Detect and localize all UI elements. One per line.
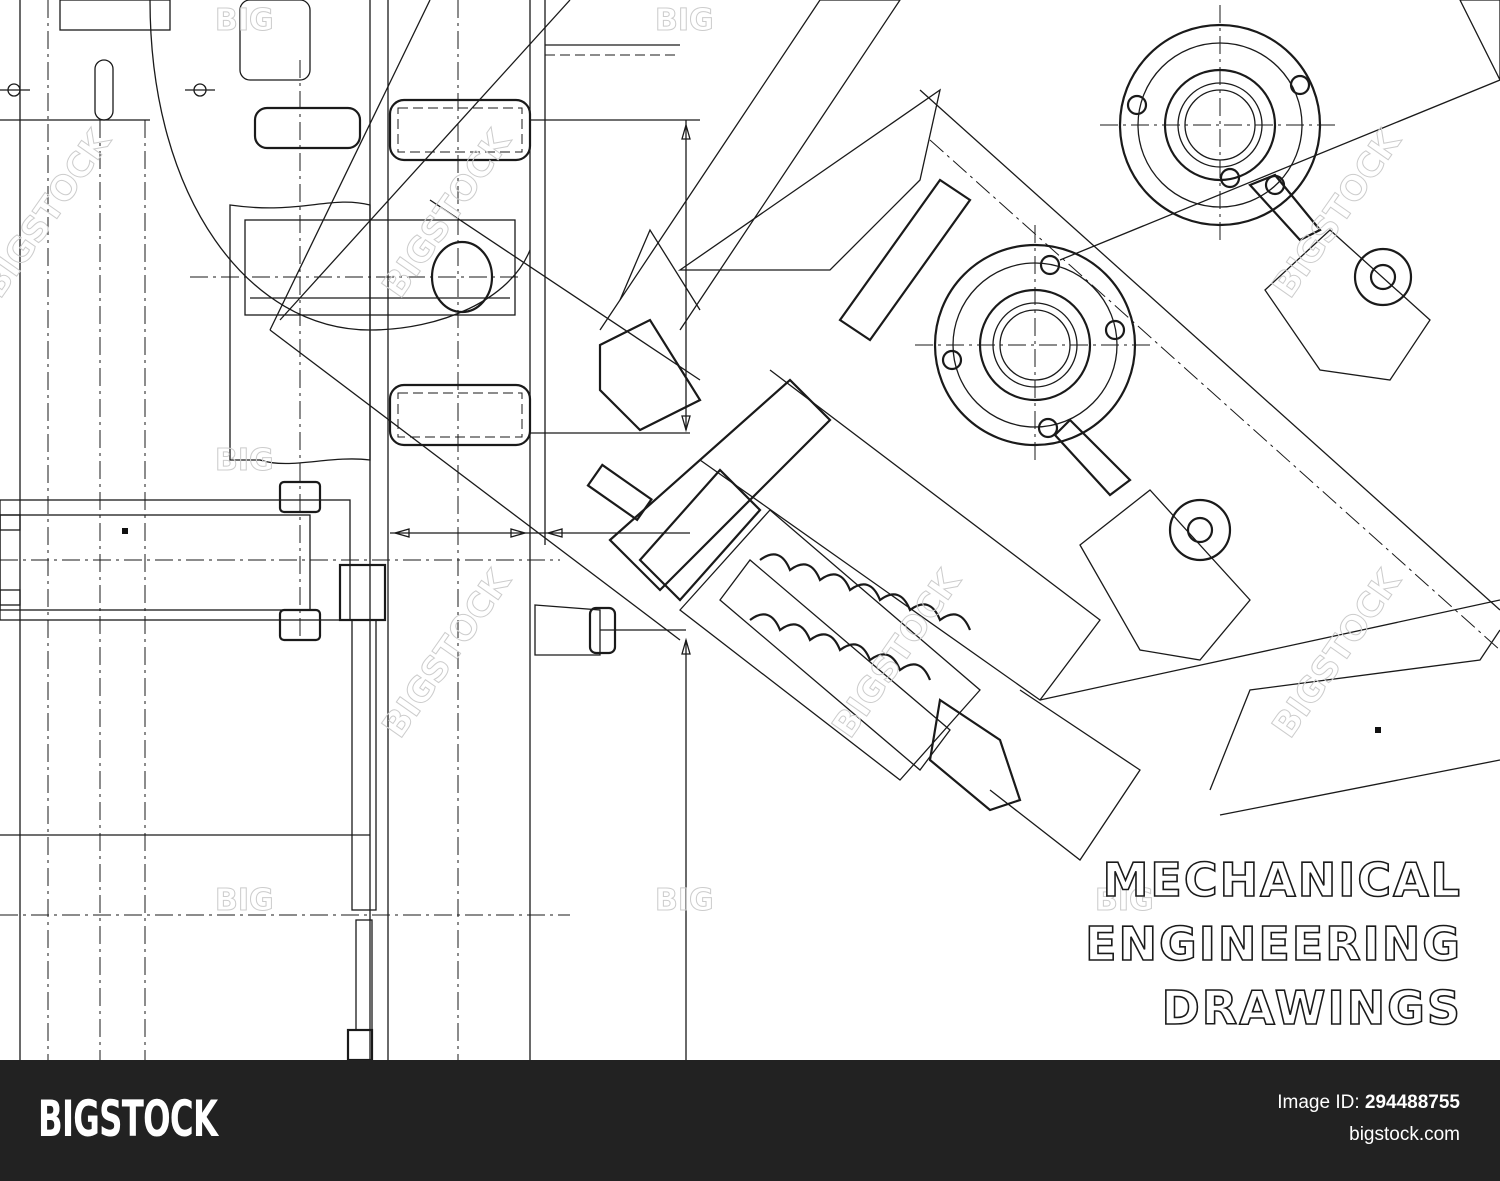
- svg-text:BIG: BIG: [1095, 883, 1154, 918]
- engineering-drawing: BIG BIG BIG BIG BIG BIG BIGSTOCK BIGSTOC…: [0, 0, 1500, 1060]
- frame-lines: [0, 0, 700, 1060]
- svg-text:BIGSTOCK: BIGSTOCK: [825, 562, 970, 746]
- svg-text:BIG: BIG: [215, 883, 274, 918]
- title-line-1: MECHANICAL: [1103, 853, 1462, 907]
- svg-text:BIG: BIG: [655, 883, 714, 918]
- footer-bar: BIGSTOCK Image ID: 294488755 bigstock.co…: [0, 1060, 1500, 1181]
- flange-upper-right: [1100, 5, 1431, 733]
- left-cylinder: [0, 480, 560, 1060]
- watermark-big: BIG: [215, 443, 274, 478]
- flange-lower: [838, 178, 1251, 661]
- bigstock-logo: BIGSTOCK: [38, 1090, 218, 1148]
- svg-text:BIG: BIG: [655, 3, 714, 38]
- title-line-3: DRAWINGS: [1162, 981, 1462, 1035]
- watermarks: BIG BIG BIG BIG BIG BIG BIGSTOCK BIGSTOC…: [0, 3, 1410, 919]
- diagonal-housing: [534, 0, 1141, 861]
- svg-text:BIGSTOCK: BIGSTOCK: [1265, 562, 1410, 746]
- site-link[interactable]: bigstock.com: [1349, 1124, 1460, 1145]
- svg-text:BIGSTOCK: BIGSTOCK: [1265, 122, 1410, 306]
- svg-text:BIG: BIG: [215, 3, 274, 38]
- svg-text:BIGSTOCK: BIGSTOCK: [375, 122, 520, 306]
- image-id-value: 294488755: [1364, 1092, 1460, 1113]
- dimension-arrows: [392, 122, 691, 655]
- svg-text:BIGSTOCK: BIGSTOCK: [375, 562, 520, 746]
- title-line-2: ENGINEERING: [1085, 917, 1462, 971]
- svg-text:BIGSTOCK: BIGSTOCK: [0, 122, 120, 306]
- image-id-label: Image ID:: [1277, 1092, 1360, 1113]
- image-id: Image ID: 294488755: [1277, 1092, 1460, 1114]
- right-hopper: [919, 0, 1500, 816]
- title-text: MECHANICAL ENGINEERING DRAWINGS: [1084, 852, 1462, 1036]
- upper-left-assembly: [0, 0, 701, 641]
